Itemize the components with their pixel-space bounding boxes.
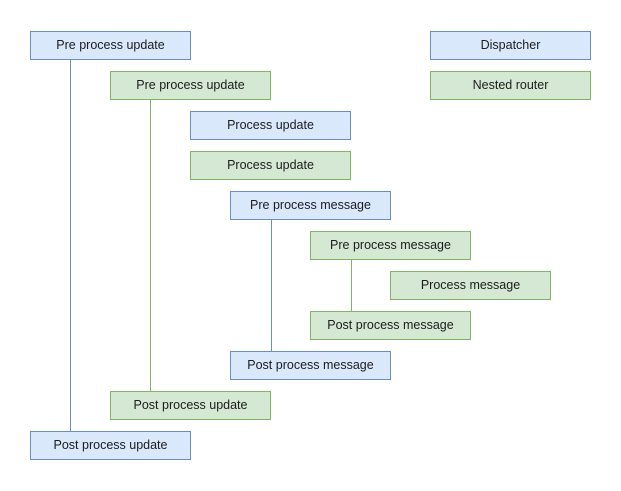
- node-post-process-message-router[interactable]: Post process message: [310, 311, 471, 340]
- legend-item-dispatcher[interactable]: Dispatcher: [430, 31, 591, 60]
- node-label: Pre process update: [136, 78, 245, 93]
- node-label: Pre process message: [250, 198, 371, 213]
- legend-item-label: Dispatcher: [480, 38, 541, 53]
- node-pre-process-message-dispatcher[interactable]: Pre process message: [230, 191, 391, 220]
- legend-item-nested-router[interactable]: Nested router: [430, 71, 591, 100]
- node-process-message-router[interactable]: Process message: [390, 271, 551, 300]
- node-process-update-dispatcher[interactable]: Process update: [190, 111, 351, 140]
- node-label: Process update: [227, 118, 314, 133]
- node-post-process-message-dispatcher[interactable]: Post process message: [230, 351, 391, 380]
- node-pre-process-update-dispatcher[interactable]: Pre process update: [30, 31, 191, 60]
- node-post-process-update-dispatcher[interactable]: Post process update: [30, 431, 191, 460]
- dispatcher-outer-spine-connector: [70, 60, 71, 431]
- node-post-process-update-router[interactable]: Post process update: [110, 391, 271, 420]
- node-process-update-router[interactable]: Process update: [190, 151, 351, 180]
- router-inner-spine-connector: [351, 260, 352, 311]
- node-label: Process update: [227, 158, 314, 173]
- router-outer-spine-connector: [150, 100, 151, 391]
- node-label: Pre process message: [330, 238, 451, 253]
- node-label: Post process update: [133, 398, 248, 413]
- node-label: Process message: [420, 278, 521, 293]
- node-label: Post process message: [327, 318, 454, 333]
- node-label: Pre process update: [56, 38, 165, 53]
- node-pre-process-message-router[interactable]: Pre process message: [310, 231, 471, 260]
- node-label: Post process update: [53, 438, 168, 453]
- dispatcher-inner-spine-connector: [271, 220, 272, 351]
- legend-item-label: Nested router: [472, 78, 549, 93]
- node-pre-process-update-router[interactable]: Pre process update: [110, 71, 271, 100]
- node-label: Post process message: [247, 358, 374, 373]
